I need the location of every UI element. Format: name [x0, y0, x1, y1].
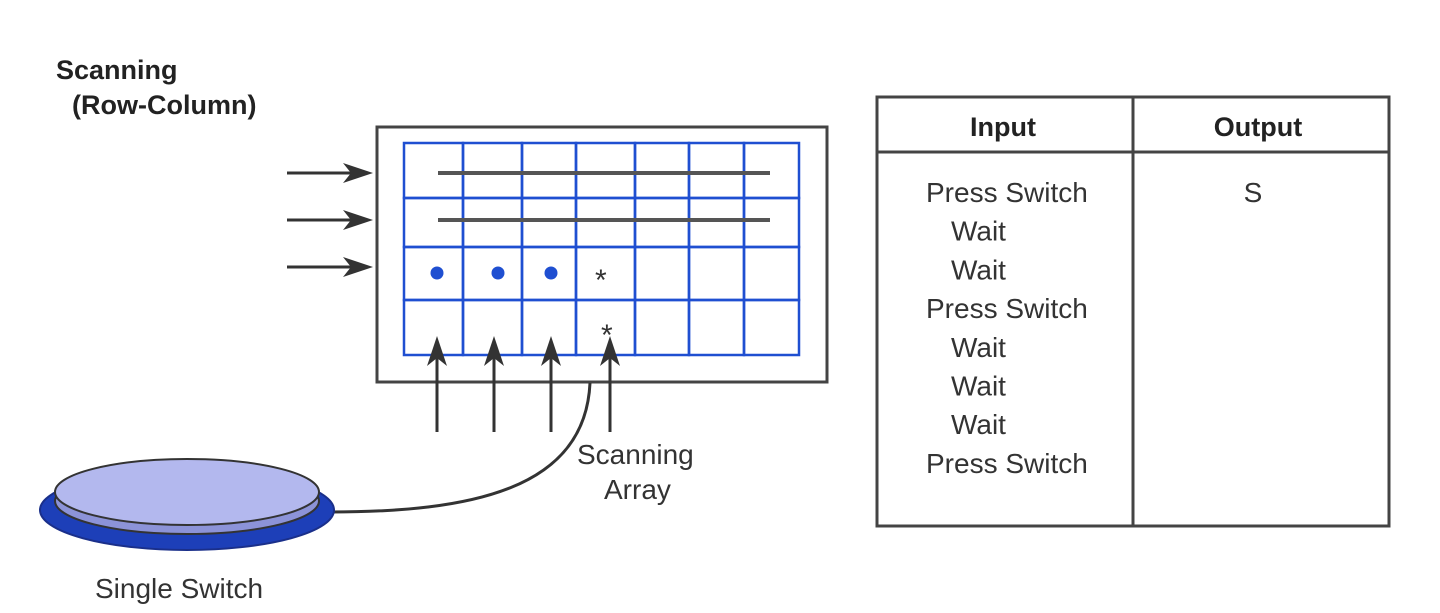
io-table-header-input: Input — [970, 112, 1036, 142]
io-table-input-cell: Wait — [951, 254, 1006, 285]
io-table-input-cell: Wait — [951, 216, 1006, 247]
io-table-output-cell: S — [1244, 177, 1263, 208]
column-arrows — [427, 336, 620, 432]
switch-top — [54, 458, 320, 526]
selection-dot — [491, 266, 505, 280]
array-frame — [375, 125, 829, 384]
io-table-input-cell: Press Switch — [926, 177, 1088, 208]
selected-cell-marker: * — [595, 264, 607, 297]
selected-row-dots — [430, 266, 558, 280]
io-table-input-cell: Wait — [951, 371, 1006, 402]
single-switch — [39, 458, 335, 551]
io-table-header-output: Output — [1214, 112, 1302, 142]
array-label-line2: Array — [604, 474, 671, 505]
row-scan-lines — [438, 171, 770, 222]
selection-dot — [544, 266, 558, 280]
diagram-title-line1: Scanning — [56, 55, 178, 85]
grid-cell — [742, 298, 801, 357]
io-table-input-cell: Wait — [951, 409, 1006, 440]
io-table-input-cell: Press Switch — [926, 293, 1088, 324]
switch-cable — [329, 382, 592, 514]
array-label-line1: Scanning — [577, 439, 694, 470]
diagram-title-line2: (Row-Column) — [72, 90, 256, 120]
switch-label: Single Switch — [95, 573, 263, 604]
row-arrows — [287, 163, 373, 277]
io-table-output-column: S — [1244, 177, 1263, 208]
selection-dot — [430, 266, 444, 280]
io-table-input-cell: Press Switch — [926, 448, 1088, 479]
io-table-input-cell: Wait — [951, 332, 1006, 363]
